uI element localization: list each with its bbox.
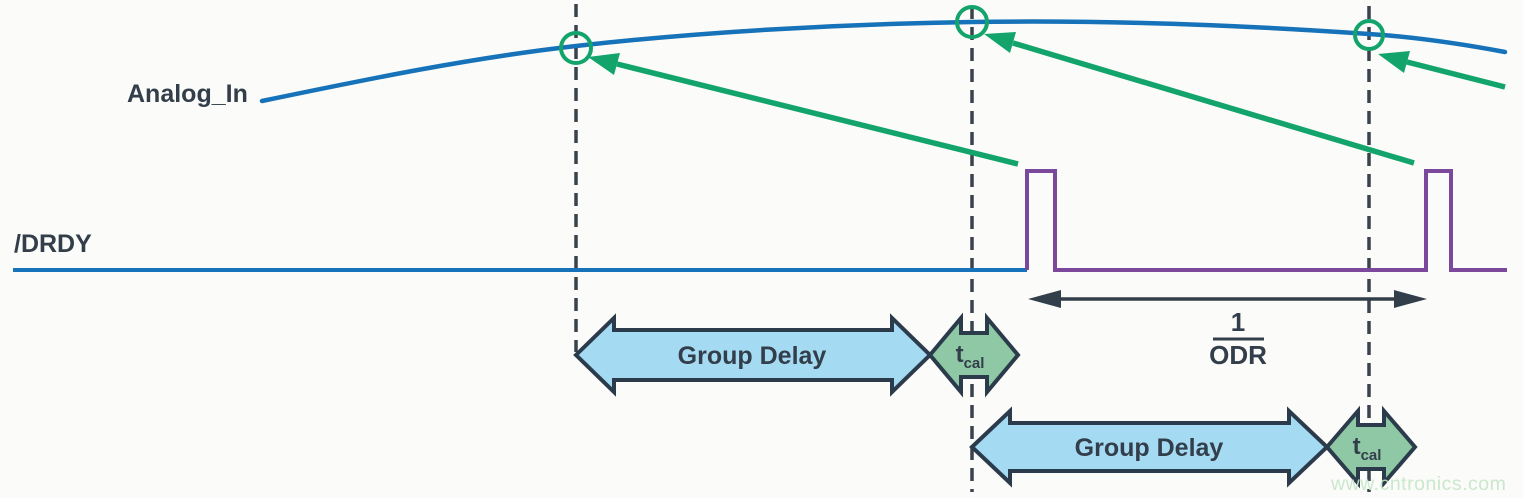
odr-period-dimension: 1 ODR <box>1028 290 1427 370</box>
tcal-marker-2-label: tcal <box>1353 433 1382 464</box>
sample-point-circle-2 <box>955 5 989 39</box>
sampling-instant-lines <box>574 4 1371 492</box>
tcal-sub-text: cal <box>964 355 985 372</box>
group-delay-arrow-1: Group Delay <box>573 313 933 397</box>
sample-arrow-2-head-icon <box>984 32 1016 53</box>
sample-arrow-3-head-icon <box>1378 51 1410 73</box>
tcal-marker-2-shape <box>1324 405 1418 489</box>
sample-point-circle-3 <box>1353 19 1385 51</box>
analog-in-curve <box>259 19 1508 104</box>
group-delay-arrow-1-label: Group Delay <box>678 342 827 370</box>
tcal-main-text: t <box>956 341 964 368</box>
drdy-pulse-train <box>1025 169 1507 272</box>
sample-reference-arrows <box>588 32 1506 167</box>
tcal-marker-1-shape <box>927 312 1021 398</box>
odr-dimension-right-head-icon <box>1394 290 1427 308</box>
tcal-sub-text: cal <box>1361 447 1382 464</box>
tcal-marker-1: tcal <box>927 312 1021 398</box>
drdy-label: /DRDY <box>14 230 92 258</box>
odr-fraction-numerator: 1 <box>1231 307 1245 337</box>
odr-fraction-denominator: ODR <box>1209 340 1267 370</box>
sample-arrow-1-head-icon <box>588 53 620 75</box>
tcal-marker-2: tcal <box>1324 405 1418 489</box>
odr-dimension-left-head-icon <box>1028 290 1061 308</box>
sample-point-markers <box>559 5 1385 65</box>
tcal-main-text: t <box>1353 433 1361 460</box>
sample-point-circle-1 <box>559 31 593 65</box>
group-delay-arrow-2: Group Delay <box>969 406 1330 488</box>
watermark-text: www.cntronics.com <box>1330 473 1506 495</box>
group-delay-arrow-2-label: Group Delay <box>1075 434 1224 462</box>
sample-arrow-1-shaft <box>616 61 1019 167</box>
sample-arrow-3-shaft <box>1406 59 1506 90</box>
sample-arrow-2-shaft <box>1012 40 1415 166</box>
tcal-marker-1-label: tcal <box>956 341 985 372</box>
analog-in-label: Analog_In <box>127 80 248 108</box>
